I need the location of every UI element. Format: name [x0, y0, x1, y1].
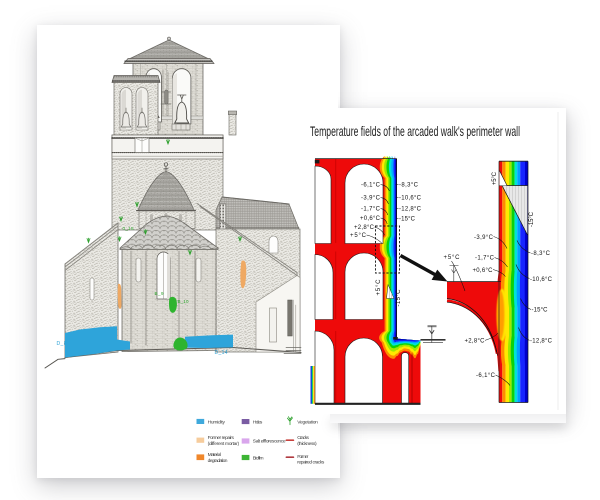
svg-text:-15°C: -15°C [399, 217, 416, 223]
svg-text:D_14: D_14 [215, 350, 228, 356]
svg-text:Material: Material [208, 452, 221, 458]
svg-text:-6,1°C: -6,1°C [476, 373, 496, 379]
svg-text:+5°C: +5°C [492, 171, 498, 185]
svg-text:D_8: D_8 [57, 341, 67, 347]
svg-text:+0,6°C: +0,6°C [360, 216, 381, 222]
svg-text:repaired cracks: repaired cracks [297, 460, 325, 466]
svg-text:Cracks: Cracks [297, 435, 309, 441]
svg-text:-15°C: -15°C [529, 211, 535, 227]
svg-text:Holes: Holes [253, 419, 263, 425]
svg-text:-12,8°C: -12,8°C [530, 339, 553, 345]
svg-text:degradation: degradation [208, 458, 228, 464]
svg-text:-3,9°C: -3,9°C [474, 235, 494, 241]
svg-text:-1,7°C: -1,7°C [475, 256, 495, 262]
svg-text:Former repairs: Former repairs [208, 435, 235, 441]
svg-text:-10,6°C: -10,6°C [399, 196, 422, 202]
svg-text:+2,8°C: +2,8°C [354, 225, 375, 231]
svg-text:+5°C: +5°C [444, 255, 461, 261]
svg-text:B_9: B_9 [155, 291, 164, 296]
svg-text:+5°C: +5°C [376, 279, 382, 296]
svg-text:+5°C: +5°C [350, 233, 367, 239]
svg-text:+2,8°C: +2,8°C [465, 339, 486, 345]
svg-text:Temperature fields of the arca: Temperature fields of the arcaded walk's… [310, 123, 520, 139]
svg-text:(different mortar): (different mortar) [208, 441, 240, 447]
svg-text:-8,3°C: -8,3°C [531, 251, 551, 257]
svg-text:Salt efflorescence: Salt efflorescence [253, 438, 286, 444]
svg-text:-6,1°C: -6,1°C [361, 183, 381, 189]
svg-text:B_10: B_10 [178, 299, 189, 304]
svg-text:-1,7°C: -1,7°C [361, 207, 381, 213]
svg-text:+0,6°C: +0,6°C [473, 268, 494, 274]
svg-text:Former: Former [297, 454, 308, 460]
svg-text:Biofilm: Biofilm [253, 456, 264, 462]
svg-text:Vegetation: Vegetation [297, 419, 318, 425]
svg-text:-10,6°C: -10,6°C [530, 277, 553, 283]
svg-text:Humidity: Humidity [208, 419, 226, 425]
svg-text:-15°C: -15°C [532, 308, 549, 314]
svg-text:(thickness): (thickness) [297, 441, 317, 447]
svg-text:-3,9°C: -3,9°C [361, 196, 381, 202]
svg-text:0_15: 0_15 [123, 226, 134, 231]
svg-text:-12,8°C: -12,8°C [399, 207, 422, 213]
svg-text:-8,3°C: -8,3°C [399, 183, 419, 189]
svg-text:-15°C: -15°C [396, 289, 402, 307]
